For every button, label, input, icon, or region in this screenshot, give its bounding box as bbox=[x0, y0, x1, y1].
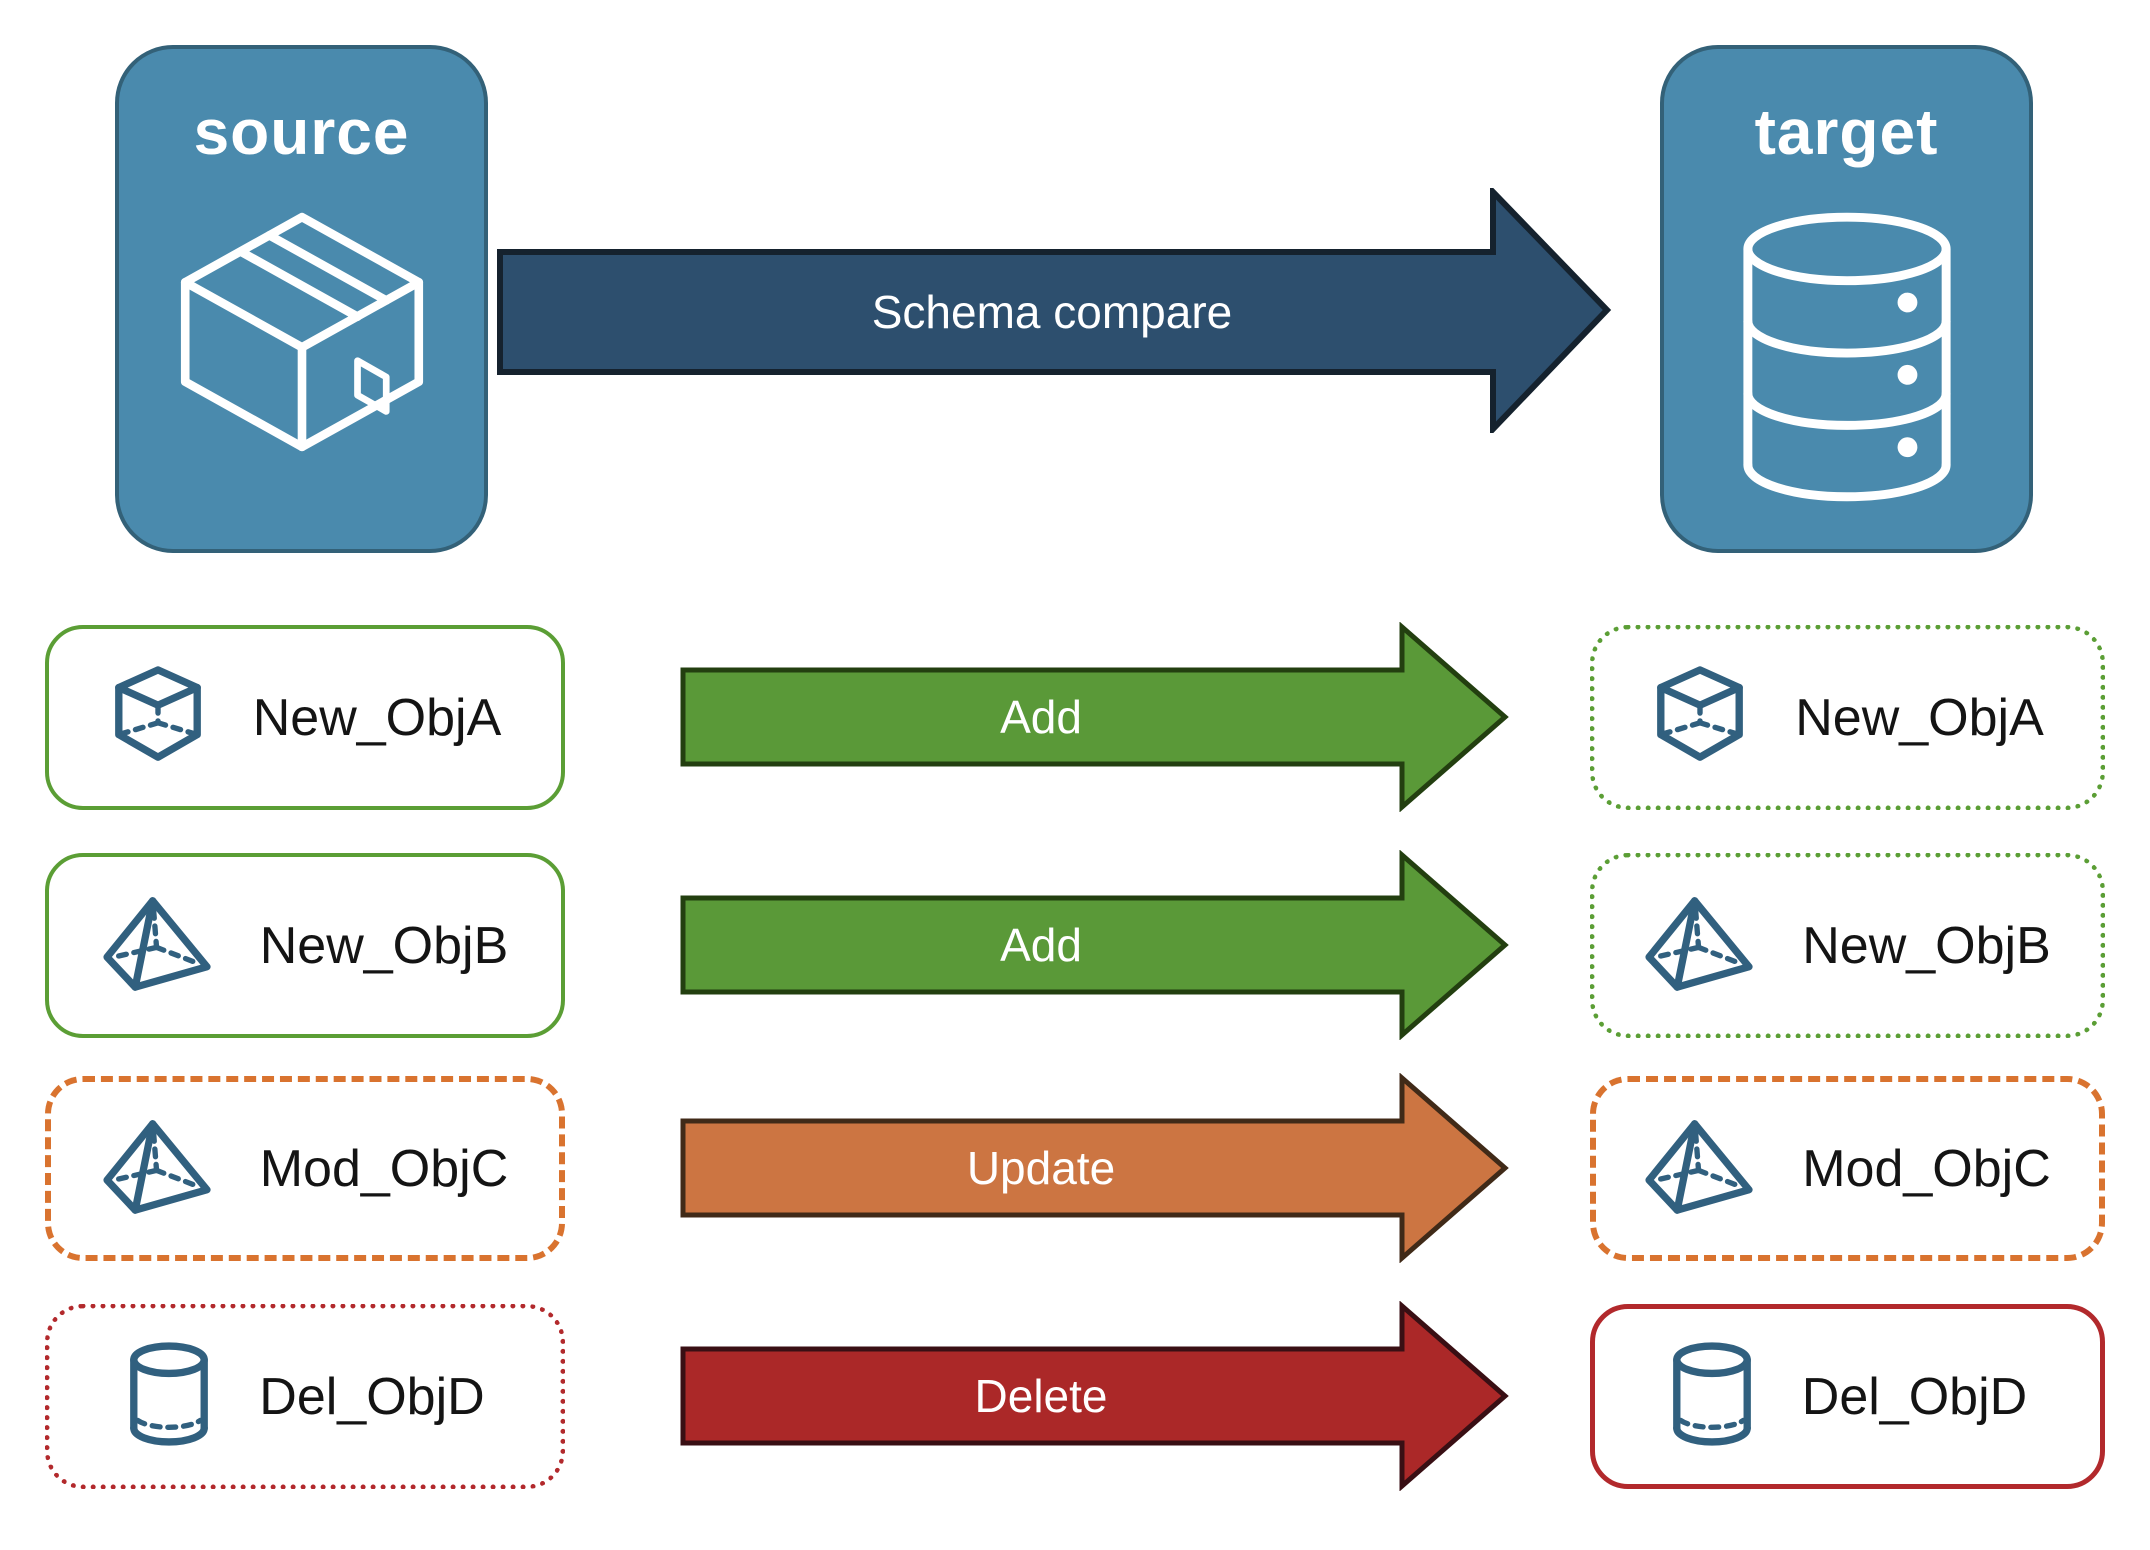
source-object-label: Del_ObjD bbox=[259, 1367, 485, 1426]
target-object-box-del-objd: Del_ObjD bbox=[1590, 1304, 2105, 1489]
schema-compare-arrow-label: Schema compare bbox=[871, 285, 1233, 338]
cube-icon bbox=[1651, 664, 1749, 772]
cylinder-icon bbox=[125, 1340, 213, 1453]
pyramid-icon bbox=[102, 895, 214, 997]
action-arrow-label: Add bbox=[1000, 691, 1082, 743]
target-node: target bbox=[1660, 45, 2033, 553]
action-arrow-label: Delete bbox=[974, 1370, 1108, 1422]
target-object-label: Del_ObjD bbox=[1801, 1367, 2028, 1426]
target-object-label: New_ObjB bbox=[1802, 916, 2051, 975]
action-arrow-add-1: Add bbox=[680, 622, 1510, 812]
source-object-label: New_ObjA bbox=[252, 688, 502, 747]
source-object-label: New_ObjB bbox=[259, 916, 509, 975]
source-object-box-mod-objc: Mod_ObjC bbox=[45, 1076, 565, 1261]
cylinder-icon bbox=[1668, 1340, 1756, 1453]
pyramid-icon bbox=[1644, 1118, 1756, 1220]
database-icon bbox=[1733, 207, 1961, 512]
target-object-box-new-obja: New_ObjA bbox=[1590, 625, 2105, 810]
target-node-label: target bbox=[1754, 96, 1939, 168]
target-object-box-mod-objc: Mod_ObjC bbox=[1590, 1076, 2105, 1261]
source-object-box-new-objb: New_ObjB bbox=[45, 853, 565, 1038]
target-object-label: Mod_ObjC bbox=[1802, 1139, 2051, 1198]
pyramid-icon bbox=[102, 1118, 214, 1220]
action-arrow-label: Add bbox=[1000, 919, 1082, 971]
source-object-box-new-obja: New_ObjA bbox=[45, 625, 565, 810]
package-box-icon bbox=[168, 207, 436, 462]
action-arrow-label: Update bbox=[966, 1142, 1116, 1194]
action-arrow-update: Update bbox=[680, 1073, 1510, 1263]
cube-icon bbox=[109, 664, 207, 772]
source-node-label: source bbox=[193, 96, 410, 168]
source-object-label: Mod_ObjC bbox=[259, 1139, 509, 1198]
source-object-box-del-objd: Del_ObjD bbox=[45, 1304, 565, 1489]
action-arrow-delete: Delete bbox=[680, 1301, 1510, 1491]
pyramid-icon bbox=[1644, 895, 1756, 997]
source-node: source bbox=[115, 45, 488, 553]
schema-compare-arrow: Schema compare bbox=[497, 188, 1612, 433]
action-arrow-add-2: Add bbox=[680, 850, 1510, 1040]
target-object-label: New_ObjA bbox=[1795, 688, 2044, 747]
target-object-box-new-objb: New_ObjB bbox=[1590, 853, 2105, 1038]
